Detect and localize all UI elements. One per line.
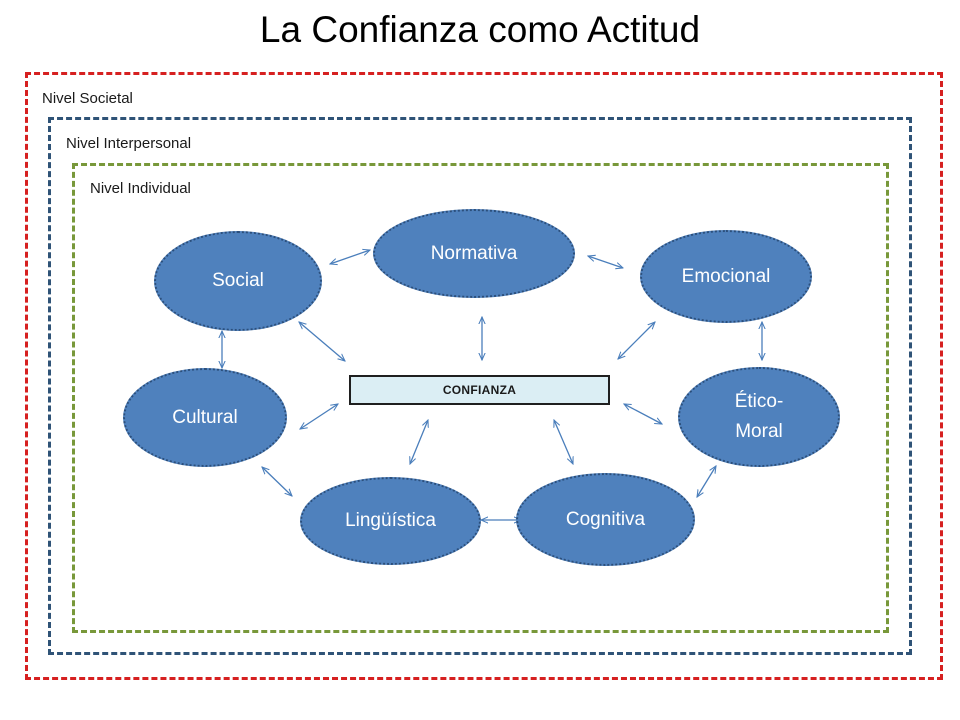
interpersonal-level-box [48,117,912,655]
center-confianza-label: CONFIANZA [442,383,517,397]
node-linguistica-label: Lingüística [345,510,436,531]
node-etico-moral: Ético- Moral [678,367,840,467]
societal-level-box [25,72,943,680]
node-cognitiva: Cognitiva [516,473,695,566]
node-cultural-label: Cultural [172,406,238,428]
societal-level-label: Nivel Societal [42,90,133,107]
node-normativa: Normativa [373,209,575,298]
node-etico-moral-label-line1: Ético- [734,391,784,412]
node-social-label: Social [212,270,264,291]
interpersonal-level-label: Nivel Interpersonal [66,135,192,152]
node-cognitiva-label: Cognitiva [565,508,646,530]
node-emocional: Emocional [640,230,812,323]
individual-level-box [72,163,889,633]
center-confianza-box: CONFIANZA [349,375,610,405]
node-cultural: Cultural [123,368,287,467]
individual-level-label: Nivel Individual [90,180,191,197]
page-title: La Confianza como Actitud [259,9,701,50]
node-emocional-label: Emocional [681,265,771,287]
node-etico-moral-label-line2: Moral [735,421,783,442]
node-social: Social [154,231,322,331]
node-linguistica: Lingüística [300,477,481,565]
node-normativa-label: Normativa [430,242,518,264]
